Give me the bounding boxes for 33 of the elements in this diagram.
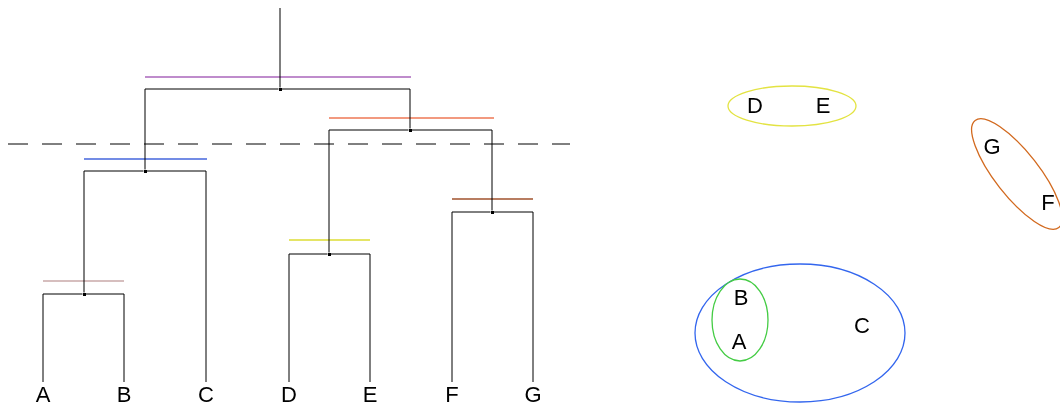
tree-branch: [83, 170, 144, 293]
cluster-label: E: [815, 94, 831, 118]
leaf-label: E: [362, 383, 378, 405]
tree-branch: [411, 129, 493, 211]
tree-branch: [144, 88, 279, 170]
leaf-label: G: [524, 383, 542, 405]
tree-branch: [330, 253, 371, 383]
tree-branch: [288, 253, 328, 383]
tree-branch: [281, 88, 411, 129]
cluster-label: F: [1041, 191, 1055, 215]
tree-branch: [85, 293, 125, 383]
tree-branch: [493, 211, 534, 383]
tree-branch: [42, 293, 83, 383]
branch-point: [278, 87, 282, 91]
cluster-label: A: [731, 330, 747, 354]
tree-branch: [451, 211, 491, 383]
cluster-label: D: [747, 94, 763, 118]
leaf-label: A: [35, 383, 51, 405]
leaf-label: B: [116, 383, 132, 405]
tree-branch: [279, 7, 281, 88]
tree-branch: [328, 129, 409, 253]
leaf-label: D: [281, 383, 297, 405]
tree-branch: [146, 170, 207, 383]
branch-point: [82, 292, 86, 296]
leaf-label: F: [445, 383, 459, 405]
cluster-label: B: [733, 286, 749, 310]
branch-point: [143, 169, 147, 173]
branch-point: [408, 128, 412, 132]
cluster-label: C: [854, 314, 870, 338]
branch-point: [490, 210, 494, 214]
branch-point: [327, 252, 331, 256]
leaf-label: C: [198, 383, 214, 405]
cluster-label: G: [983, 135, 1001, 159]
